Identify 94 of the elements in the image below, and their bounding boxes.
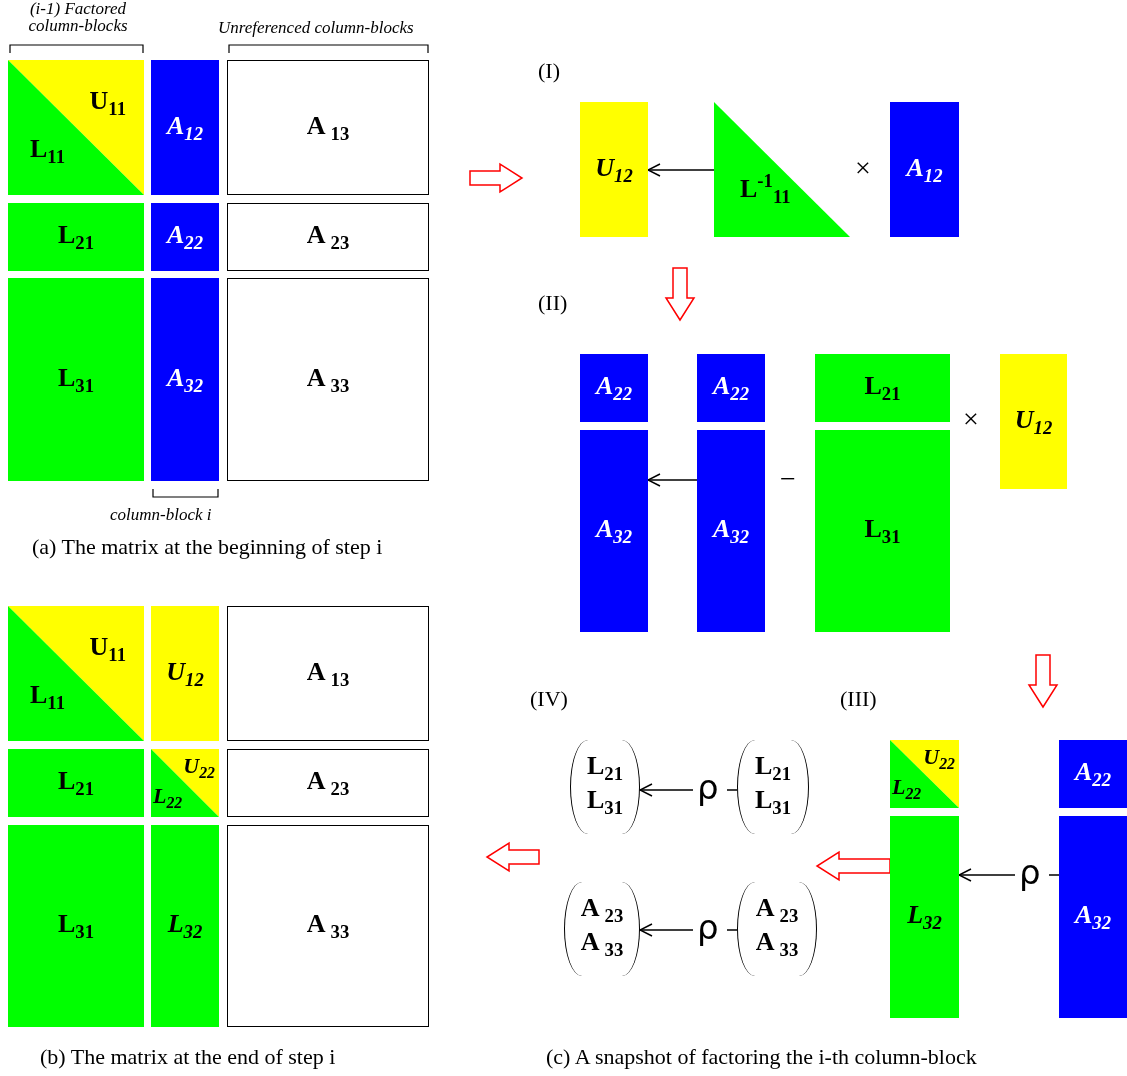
block-label: A$_{32}$ [713, 515, 749, 547]
arrow [639, 783, 738, 797]
block-label: U$_{12}$ [595, 154, 633, 185]
matrix-block [151, 203, 219, 271]
step-label: (II) [538, 290, 568, 316]
block-label: L$_{21}$ [58, 767, 94, 799]
block-label: A$_{22}$ [596, 372, 632, 404]
step-label: (IV) [530, 686, 568, 712]
block-label: A $_{33}$ [306, 364, 350, 395]
block-label: L$_{11}$ [30, 136, 65, 167]
block-label: A $_{23}$ [306, 767, 350, 799]
matrix-block [227, 606, 429, 741]
matrix-block [8, 278, 144, 481]
matrix-block [151, 60, 219, 195]
block-label: A$_{12}$ [906, 154, 943, 185]
step-label: (I) [538, 58, 560, 84]
block-label: L$_{31}$ [58, 364, 94, 395]
matrix-block [697, 430, 765, 632]
block-label: A $_{13}$ [306, 658, 350, 689]
matrix-block [1059, 740, 1127, 808]
matrix-block [151, 606, 219, 741]
block-label: A $_{33}$ [580, 928, 624, 960]
operator-symbol: × [855, 152, 871, 184]
arrow [647, 163, 715, 177]
block-label: L$_{31}$ [864, 515, 901, 547]
block-label: L$_{31}$ [587, 786, 623, 818]
matrix-block [8, 825, 144, 1027]
matrix-block [580, 102, 648, 237]
block-label: L$_{31}$ [755, 786, 791, 818]
matrix-block [8, 203, 144, 271]
operator-symbol: − [780, 463, 796, 495]
block-label: A$_{32}$ [167, 364, 203, 395]
block-label: U$_{22}$ [923, 746, 955, 773]
matrix-block [815, 354, 950, 422]
block-label: A $_{23}$ [580, 894, 624, 926]
block-arrow [815, 850, 891, 882]
matrix-block [580, 354, 648, 422]
matrix-block [815, 430, 950, 632]
annotation-text: column-block i [110, 505, 212, 525]
split-triangle-block [8, 60, 144, 195]
matrix-block [227, 203, 429, 271]
arrow [647, 473, 698, 487]
block-label: L$_{22}$ [892, 775, 922, 802]
block-label: A$_{32}$ [1075, 901, 1111, 933]
matrix-block [890, 816, 959, 1018]
matrix-block [1059, 816, 1127, 1018]
matrix-block [227, 825, 429, 1027]
operator-symbol: × [963, 403, 979, 435]
block-label: A $_{23}$ [755, 894, 799, 926]
block-label: A$_{32}$ [596, 515, 632, 547]
block-label: L$_{11}$ [30, 682, 65, 713]
matrix-block [697, 354, 765, 422]
block-label: L$_{32}$ [167, 910, 203, 942]
arrow [639, 923, 738, 937]
block-label: L$_{22}$ [153, 784, 183, 811]
triangle-block [714, 102, 850, 237]
block-label: U$_{12}$ [1014, 406, 1053, 437]
block-label: U$_{22}$ [183, 755, 215, 782]
matrix-block [227, 749, 429, 817]
matrix-block [1000, 354, 1067, 489]
matrix-block [227, 60, 429, 195]
caption: (c) A snapshot of factoring the i-th column-block [546, 1044, 977, 1070]
arrow [958, 868, 1060, 882]
split-triangle-block [8, 606, 144, 741]
block-label: A$_{22}$ [167, 221, 203, 253]
caption: (b) The matrix at the end of step i [40, 1044, 336, 1070]
block-label: L$_{31}$ [58, 910, 94, 942]
block-label: A$_{12}$ [167, 112, 203, 143]
matrix-block [890, 102, 959, 237]
block-label: U$_{11}$ [89, 88, 126, 119]
block-label: L$_{32}$ [907, 901, 942, 933]
split-triangle-block [151, 749, 219, 817]
block-label: U$_{11}$ [89, 634, 126, 665]
block-label: L$_{21}$ [58, 221, 94, 253]
block-label: A $_{33}$ [755, 928, 799, 960]
matrix-block [580, 430, 648, 632]
block-label: A $_{13}$ [306, 112, 350, 143]
annotation-text: Unreferenced column-blocks [218, 18, 414, 38]
block-label: A $_{23}$ [306, 221, 350, 253]
block-label: A$_{22}$ [1075, 758, 1111, 790]
block-label: A $_{33}$ [306, 910, 350, 942]
annotation-text: (i-1) Factored column-blocks [27, 0, 129, 34]
matrix-block [227, 278, 429, 481]
block-label: U$_{12}$ [166, 658, 204, 689]
block-label: L$_{21}$ [587, 752, 623, 784]
step-label: (III) [840, 686, 877, 712]
block-label: L$_{21}$ [864, 372, 901, 404]
matrix-block [151, 825, 219, 1027]
caption: (a) The matrix at the beginning of step i [32, 534, 383, 560]
matrix-block [8, 749, 144, 817]
block-label: L$_{21}$ [755, 752, 791, 784]
matrix-block [151, 278, 219, 481]
block-label: A$_{22}$ [713, 372, 749, 404]
split-triangle-block [890, 740, 959, 808]
